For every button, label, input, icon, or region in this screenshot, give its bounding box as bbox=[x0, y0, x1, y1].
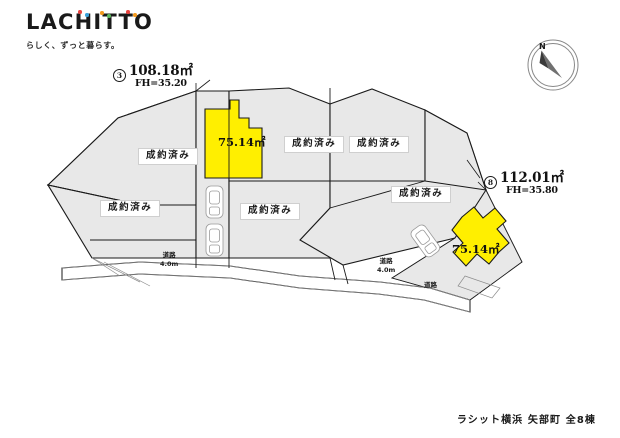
callout-lot-8-number: 8 bbox=[484, 176, 497, 189]
logo-dots-decoration bbox=[78, 10, 138, 18]
callout-lot-8-fh: FH=35.80 bbox=[505, 185, 558, 197]
logo-dot-4 bbox=[107, 14, 111, 18]
sold-lot-2-badge: 成約済み bbox=[100, 200, 161, 217]
road-west-label: 道路 4.0m bbox=[160, 251, 178, 269]
road-south-label: 道路 bbox=[424, 281, 437, 290]
road-center-line2: 4.0m bbox=[377, 265, 396, 274]
callout-lot-8-body: 112.01㎡ FH=35.80 bbox=[500, 171, 564, 197]
logo-dot-5 bbox=[126, 10, 130, 14]
callout-lot-8-area: 112.01㎡ bbox=[500, 170, 564, 186]
compass-rose-icon: N bbox=[526, 38, 580, 92]
footer-caption: ラシット横浜 矢部町 全8棟 bbox=[456, 415, 596, 426]
road-divider-west bbox=[195, 258, 230, 268]
logo-wordmark: LACHITTO bbox=[26, 10, 154, 34]
parcel-sold-right-upper bbox=[424, 109, 487, 191]
callout-lot-8: 8 112.01㎡ FH=35.80 bbox=[484, 171, 564, 197]
sold-lot-1-badge: 成約済み bbox=[138, 148, 199, 165]
logo-tagline: らしく、ずっと暮らす。 bbox=[26, 41, 120, 50]
road-west-line2: 4.0m bbox=[160, 259, 179, 268]
road-edge-lower bbox=[61, 273, 471, 313]
callout-lot-3-fh: FH=35.20 bbox=[134, 78, 187, 90]
road-west-line1: 道路 bbox=[162, 251, 176, 259]
parcel-divider-right-upper bbox=[424, 109, 487, 191]
logo-dot-3 bbox=[100, 11, 104, 15]
compass-north-label: N bbox=[539, 42, 546, 51]
lot-8-area-label: 75.14㎡ bbox=[452, 242, 500, 256]
callout-lot-3: 3 108.18㎡ FH=35.20 bbox=[113, 64, 193, 90]
house-footprint-lot-3 bbox=[204, 99, 263, 179]
road-edge-upper bbox=[61, 261, 471, 301]
road-center-line1: 道路 bbox=[379, 257, 393, 265]
lot-3-area-label: 75.14㎡ bbox=[218, 135, 266, 149]
road-divider-center bbox=[329, 257, 349, 285]
parcel-hint-bottom-right bbox=[457, 275, 501, 299]
sold-lot-3-badge: 成約済み bbox=[240, 203, 301, 220]
logo-dot-2 bbox=[85, 13, 89, 17]
sold-lot-6-badge: 成約済み bbox=[391, 186, 452, 203]
sold-lot-4-badge: 成約済み bbox=[284, 136, 345, 153]
car-symbol-right bbox=[410, 224, 440, 258]
brand-logo: LACHITTO らしく、ずっと暮らす。 bbox=[26, 10, 156, 51]
leader-line-lot-8 bbox=[466, 159, 487, 191]
logo-dot-6 bbox=[133, 13, 137, 17]
callout-lot-3-body: 108.18㎡ FH=35.20 bbox=[129, 64, 193, 90]
car-symbol-left-lower bbox=[205, 223, 224, 257]
parcel-hint-bottom-left bbox=[91, 257, 151, 287]
road-center-label: 道路 4.0m bbox=[377, 257, 395, 275]
car-symbol-left-upper bbox=[205, 185, 224, 219]
parcel-sold-upper-mid-right bbox=[329, 88, 426, 182]
road-south-line1: 道路 bbox=[424, 281, 437, 289]
logo-dot-1 bbox=[78, 10, 82, 14]
callout-lot-3-area: 108.18㎡ bbox=[129, 63, 193, 79]
leader-line-lot-3 bbox=[195, 79, 211, 92]
sold-lot-5-badge: 成約済み bbox=[349, 136, 410, 153]
callout-lot-3-number: 3 bbox=[113, 69, 126, 82]
house-footprint-lot-8 bbox=[451, 206, 510, 267]
